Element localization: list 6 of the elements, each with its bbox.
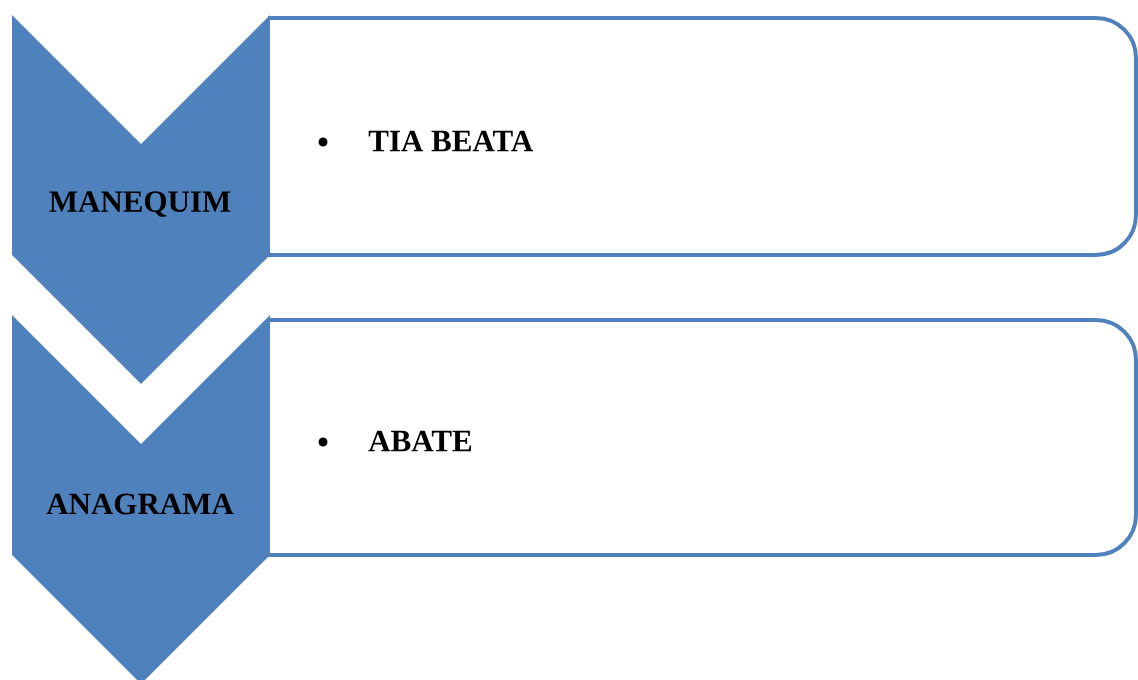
rounded-box [268,16,1138,257]
list-item: TIA BEATA [368,130,534,152]
list-item: ABATE [368,430,472,452]
rounded-box [268,318,1138,557]
node-label: MANEQUIM [49,191,231,217]
node-label: ANAGRAMA [46,493,234,515]
